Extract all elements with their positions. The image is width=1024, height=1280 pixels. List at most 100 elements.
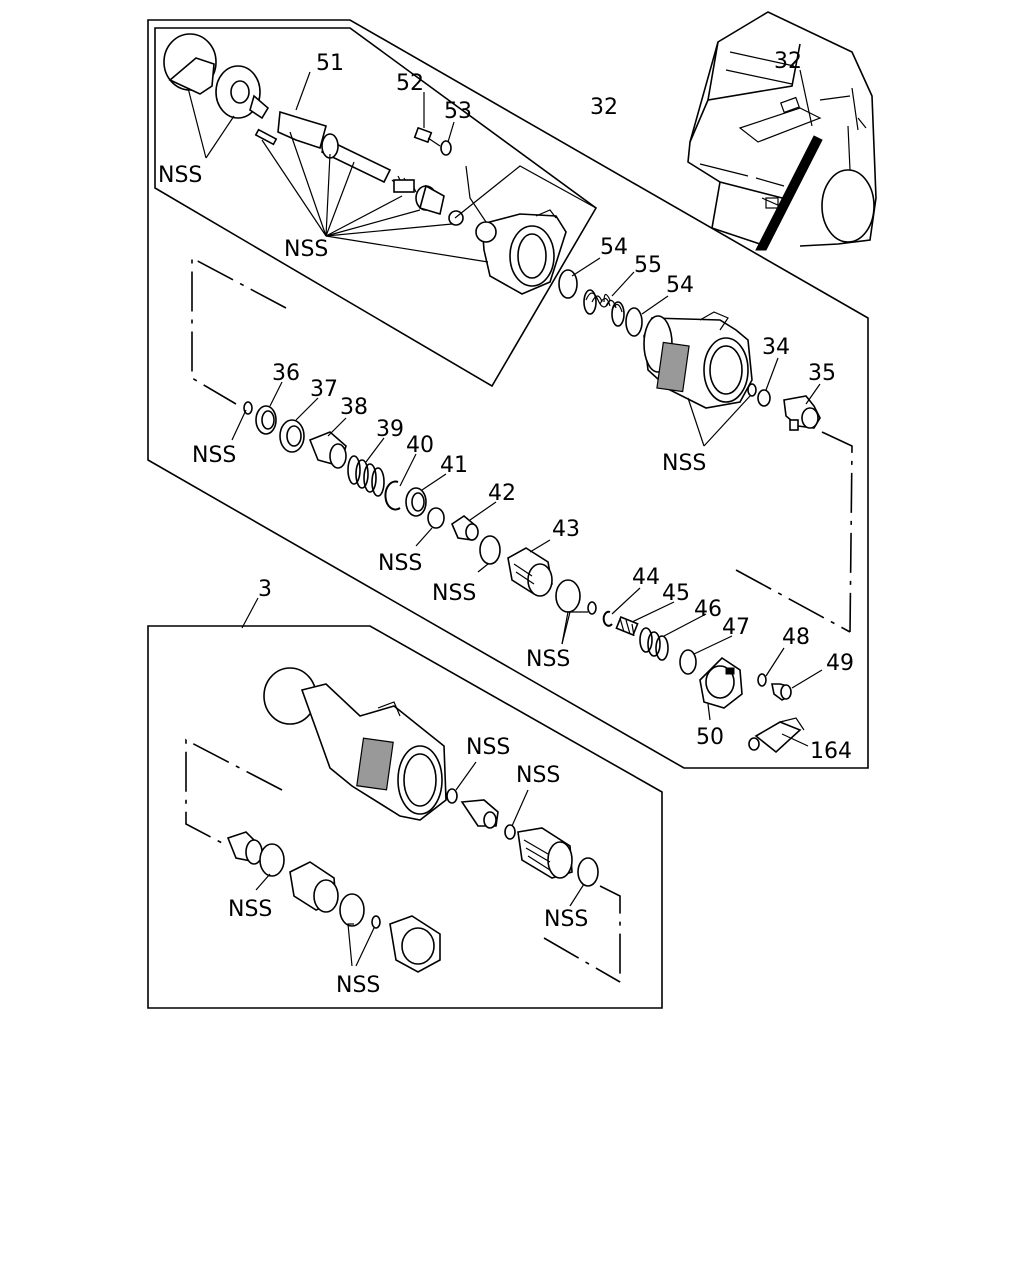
label-49: 49 (826, 651, 854, 676)
leaders-lower (231, 381, 823, 747)
label-35: 35 (808, 361, 836, 386)
washer-48-part (757, 673, 767, 687)
leaders-nss-51 (187, 71, 489, 263)
spring-55 (583, 289, 625, 327)
piston-3b-part (226, 831, 263, 865)
label-45: 45 (662, 581, 690, 606)
label-39: 39 (376, 417, 404, 442)
spring-39-part (347, 455, 385, 497)
boot-part (215, 65, 270, 120)
spring-46-part (639, 627, 669, 661)
label-32-main: 32 (590, 95, 618, 120)
label-52: 52 (396, 71, 424, 96)
nss-label: NSS (544, 907, 588, 932)
snap-ring-40-part (384, 480, 401, 511)
label-40: 40 (406, 433, 434, 458)
oring-3b-part (259, 843, 285, 877)
label-47: 47 (722, 615, 750, 640)
nss-label: NSS (336, 973, 380, 998)
piston-42-part (451, 515, 479, 541)
label-46: 46 (694, 597, 722, 622)
leader-3 (241, 597, 259, 629)
label-36: 36 (272, 361, 300, 386)
main-housing-part (643, 311, 753, 409)
assembly-3-outline (147, 625, 663, 1009)
label-34: 34 (762, 335, 790, 360)
washer-53-part (440, 140, 452, 156)
oring-3c-part (339, 893, 365, 927)
piston-3c-part (289, 861, 339, 913)
valve-3-part (460, 799, 499, 829)
bolt-52-part (413, 126, 441, 147)
washer-nss-d (587, 601, 597, 615)
label-32-truck: 32 (774, 49, 802, 74)
spring-part-small (391, 175, 417, 193)
nss-label: NSS (466, 735, 510, 760)
nss-label: NSS (378, 551, 422, 576)
label-51: 51 (316, 51, 344, 76)
ring-47-part (679, 649, 697, 675)
nss-label: NSS (662, 451, 706, 476)
washer-3c-part (371, 915, 381, 929)
label-53: 53 (444, 99, 472, 124)
nss-label: NSS (284, 237, 328, 262)
assembly-51-outline (154, 27, 598, 388)
cover-50-part (699, 656, 743, 709)
nss-label: NSS (432, 581, 476, 606)
label-42: 42 (488, 481, 516, 506)
washer-3b-part (504, 824, 516, 840)
ring-36-part (255, 405, 277, 435)
pin-part (254, 128, 278, 146)
label-164: 164 (810, 739, 852, 764)
label-44: 44 (632, 565, 660, 590)
sleeve-part (415, 184, 445, 216)
clip-44-part (602, 610, 613, 627)
break-lines-3 (185, 738, 621, 983)
oring-54-a (558, 269, 578, 299)
callout-labels: 32 51 52 53 32 54 55 54 34 35 36 37 38 3… (158, 49, 854, 998)
valve-35-part (783, 395, 821, 431)
assembly-32-outline (147, 19, 869, 769)
oring-54-b (625, 307, 643, 337)
nss-label: NSS (526, 647, 570, 672)
housing-51-part (475, 209, 567, 295)
piston-3-part (517, 827, 573, 879)
nss-label: NSS (228, 897, 272, 922)
ring-41-part (405, 487, 427, 517)
label-37: 37 (310, 377, 338, 402)
clip-part (448, 210, 464, 226)
label-50: 50 (696, 725, 724, 750)
bolt-49-part (771, 683, 792, 701)
housing-3-part (263, 667, 447, 821)
label-41: 41 (440, 453, 468, 478)
label-48: 48 (782, 625, 810, 650)
washer-34-part (747, 383, 771, 407)
nss-label: NSS (192, 443, 236, 468)
ring-37-part (279, 419, 305, 453)
shaft-part (277, 110, 392, 184)
oring-3a-part (577, 857, 599, 887)
label-54-b: 54 (666, 273, 694, 298)
label-3: 3 (258, 577, 272, 602)
label-38: 38 (340, 395, 368, 420)
leader-32-truck (799, 69, 813, 127)
assembly-51-notch (454, 165, 597, 219)
tube-164-part (748, 717, 805, 754)
knob-part (163, 33, 217, 95)
washer-3a-part (446, 788, 458, 804)
nss-label: NSS (158, 163, 202, 188)
break-lines-32 (191, 256, 853, 633)
truck-cab-illustration (687, 11, 877, 251)
cover-3-part (389, 915, 441, 973)
spring-45-part (615, 616, 639, 637)
oring-nss-a (427, 507, 445, 529)
leaders-3 (255, 761, 585, 967)
piston-38-part (308, 431, 347, 469)
label-54-a: 54 (600, 235, 628, 260)
leaders-mid (571, 257, 821, 447)
oring-nss-b (479, 535, 501, 565)
oring-nss-c (555, 579, 581, 613)
label-55: 55 (634, 253, 662, 278)
piston-43-part (507, 547, 553, 597)
